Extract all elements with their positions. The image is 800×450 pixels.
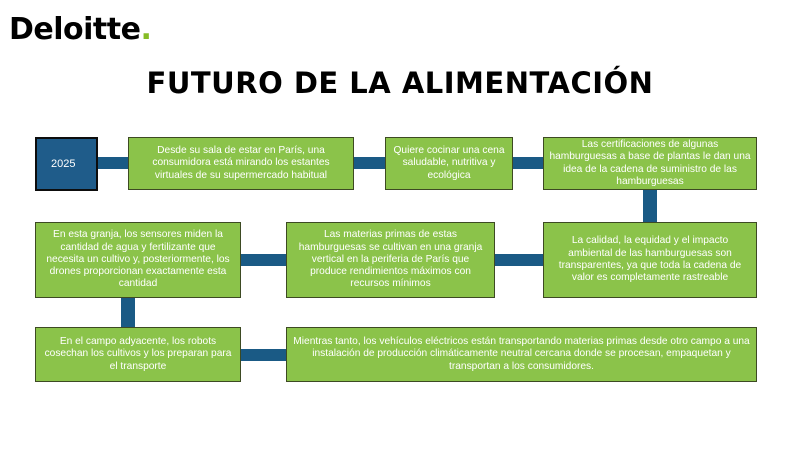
- deloitte-logo: Deloitte.: [9, 12, 152, 47]
- connector-5-6: [494, 254, 544, 266]
- step-4: Las certificaciones de algunas hamburgue…: [543, 137, 757, 190]
- step-5: La calidad, la equidad y el impacto ambi…: [543, 222, 757, 298]
- step-3: Quiere cocinar una cena saludable, nutri…: [385, 137, 513, 190]
- page-title: FUTURO DE LA ALIMENTACIÓN: [146, 66, 654, 100]
- connector-6-7: [240, 254, 287, 266]
- connector-2-3: [353, 157, 386, 169]
- connector-1-2: [97, 157, 129, 169]
- connector-4-5: [643, 190, 657, 224]
- step-year: 2025: [35, 137, 98, 191]
- step-7: En esta granja, los sensores miden la ca…: [35, 222, 241, 298]
- step-2: Desde su sala de estar en París, una con…: [128, 137, 354, 190]
- step-6: Las materias primas de estas hamburguesa…: [286, 222, 495, 298]
- connector-3-4: [512, 157, 544, 169]
- step-8: En el campo adyacente, los robots cosech…: [35, 327, 241, 382]
- logo-dot: .: [140, 12, 152, 47]
- connector-7-8: [121, 298, 135, 328]
- connector-8-9: [240, 349, 287, 361]
- logo-text: Deloitte: [9, 12, 141, 47]
- step-9: Mientras tanto, los vehículos eléctricos…: [286, 327, 757, 382]
